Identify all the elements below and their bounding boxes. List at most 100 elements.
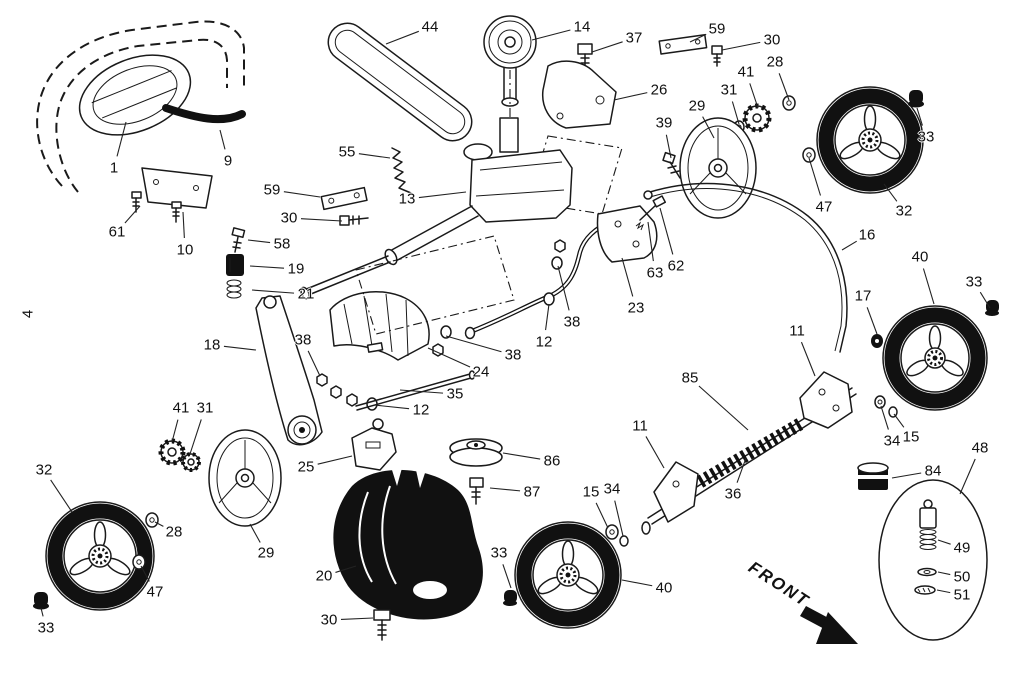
small-bracket xyxy=(320,186,368,211)
bolt-icon xyxy=(339,215,369,226)
bolt-icon xyxy=(469,477,484,505)
part-label: 10 xyxy=(176,241,194,259)
part-label: 18 xyxy=(203,336,221,354)
pivot-bracket xyxy=(596,195,667,263)
part-label: 47 xyxy=(146,583,164,601)
wheel xyxy=(45,501,155,611)
part-label: 15 xyxy=(582,483,600,501)
axle-assembly xyxy=(605,334,898,547)
part-label: 24 xyxy=(472,363,490,381)
belt-strip xyxy=(162,104,246,124)
part-label: 32 xyxy=(35,461,53,479)
part-label: 58 xyxy=(273,235,291,253)
part-label: 30 xyxy=(280,209,298,227)
cover-segment xyxy=(329,291,430,361)
part-label: 49 xyxy=(953,539,971,557)
part-label: 23 xyxy=(627,299,645,317)
part-label: 59 xyxy=(708,20,726,38)
s-shaft xyxy=(464,219,611,340)
part-label: 4 xyxy=(19,309,37,319)
part-label: 26 xyxy=(650,81,668,99)
spring-icon xyxy=(391,147,412,194)
part-label: 51 xyxy=(953,586,971,604)
part-label: 50 xyxy=(953,568,971,586)
filter-cylinder xyxy=(857,462,889,490)
part-label: 41 xyxy=(172,399,190,417)
part-label: 38 xyxy=(563,313,581,331)
bolt-icon xyxy=(711,45,723,67)
part-label: 11 xyxy=(789,322,805,340)
cap-nut xyxy=(33,592,49,610)
wheel xyxy=(816,86,924,194)
mount-bracket xyxy=(131,167,213,223)
part-label: 40 xyxy=(655,579,673,597)
part-label: 25 xyxy=(297,458,315,476)
engine-bracket xyxy=(541,60,617,129)
part-label: 11 xyxy=(632,417,648,435)
cap-nut xyxy=(908,90,924,108)
cap-nut xyxy=(985,300,999,316)
pulley-top xyxy=(483,15,537,107)
part-label: 12 xyxy=(535,333,553,351)
part-label: 63 xyxy=(646,264,664,282)
part-label: 29 xyxy=(257,544,275,562)
part-label: 48 xyxy=(971,439,989,457)
handlebar-tubes xyxy=(36,20,245,193)
gearbox xyxy=(300,117,573,300)
part-label: 34 xyxy=(883,432,901,450)
part-label: 12 xyxy=(412,401,430,419)
part-label: 36 xyxy=(724,485,742,503)
part-label: 14 xyxy=(573,18,591,36)
front-arrow xyxy=(800,606,858,644)
part-label: 29 xyxy=(688,97,706,115)
part-label: 40 xyxy=(911,248,929,266)
part-label: 33 xyxy=(490,544,508,562)
drive-belt xyxy=(327,22,473,142)
part-label: 30 xyxy=(320,611,338,629)
hex-nut xyxy=(316,325,452,407)
part-label: 19 xyxy=(287,260,305,278)
part-label: 86 xyxy=(543,452,561,470)
part-label: 13 xyxy=(398,190,416,208)
part-label: 33 xyxy=(37,619,55,637)
cap-nut xyxy=(503,590,517,606)
engine-cover xyxy=(78,54,192,136)
bolt-icon xyxy=(131,191,182,223)
part-label: 62 xyxy=(667,257,685,275)
bolt-icon xyxy=(231,227,246,253)
part-label: 31 xyxy=(720,81,738,99)
part-label: 16 xyxy=(858,226,876,244)
part-label: 31 xyxy=(196,399,214,417)
part-label: 15 xyxy=(902,428,920,446)
part-label: 17 xyxy=(854,287,872,305)
washer-icon xyxy=(132,512,159,570)
part-label: 33 xyxy=(917,128,935,146)
part-label: 28 xyxy=(766,53,784,71)
bolt-icon xyxy=(373,609,391,641)
part-label: 44 xyxy=(421,18,439,36)
pulley-small xyxy=(449,438,503,467)
part-label: 61 xyxy=(108,223,126,241)
guard-bracket xyxy=(351,418,397,471)
part-label: 39 xyxy=(655,114,673,132)
wheel xyxy=(882,305,988,411)
part-label: 37 xyxy=(625,29,643,47)
part-label: 9 xyxy=(223,152,233,170)
part-label: 33 xyxy=(965,273,983,291)
part-label: 30 xyxy=(763,31,781,49)
control-rod xyxy=(643,182,848,353)
part-label: 28 xyxy=(165,523,183,541)
detail-circle xyxy=(878,479,988,641)
part-label: 35 xyxy=(446,385,464,403)
part-label: 32 xyxy=(895,202,913,220)
part-label: 38 xyxy=(504,346,522,364)
part-label: 55 xyxy=(338,143,356,161)
pinion-gear xyxy=(181,452,201,472)
swing-arm xyxy=(255,295,323,446)
debris-guard xyxy=(333,468,483,620)
wheel xyxy=(514,521,622,629)
spring-icon xyxy=(226,279,242,299)
